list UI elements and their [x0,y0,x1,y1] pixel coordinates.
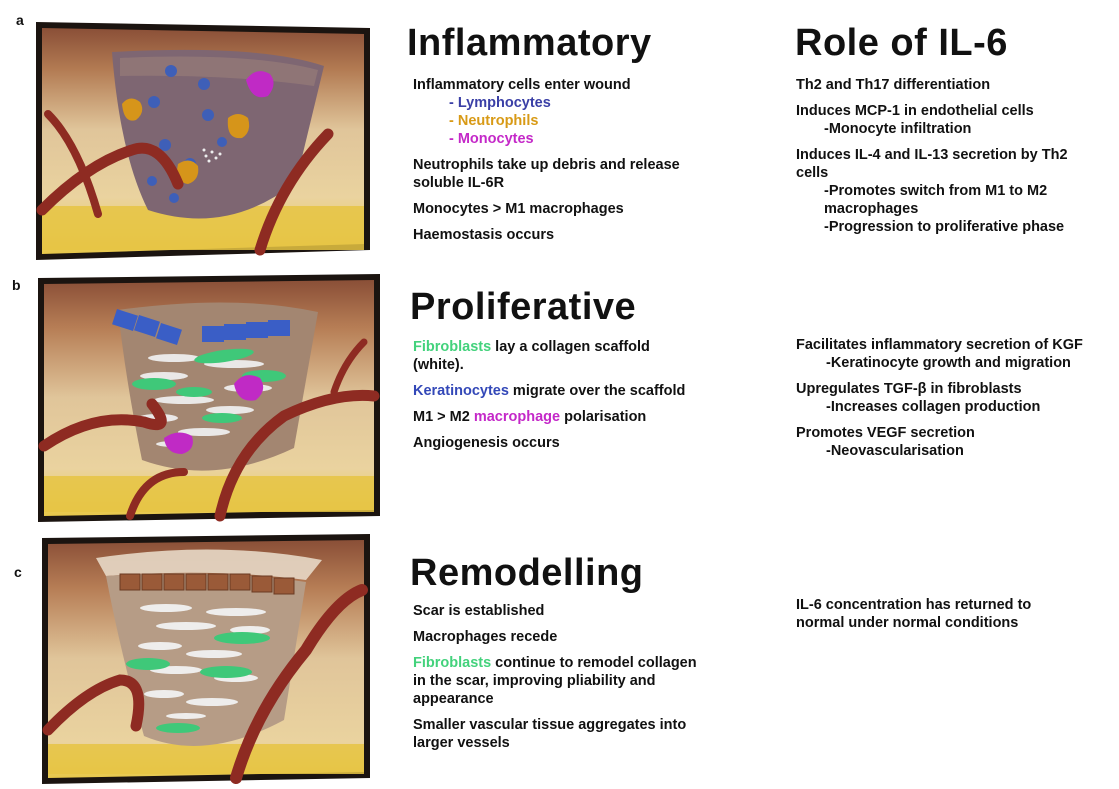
inflammatory-title: Inflammatory [407,22,652,65]
lymphocytes-label: - Lymphocytes [413,94,703,112]
monocytes-m1-text: Monocytes > M1 macrophages [413,200,703,218]
fibroblasts-label: Fibroblasts [413,339,491,355]
fibroblasts-label-remodel: Fibroblasts [413,655,491,671]
tgf-beta-text: Upregulates TGF-β in fibroblasts [796,380,1106,398]
th-differentiation-text: Th2 and Th17 differentiation [796,76,1101,94]
neovascularisation-text: -Neovascularisation [796,442,1106,460]
proliferative-wound-illustration [34,272,386,524]
panel-b-letter: b [12,277,21,293]
fibroblasts-remodel-text: Fibroblasts continue to remodel collagen… [413,654,703,708]
il6-role-remodelling: IL-6 concentration has returned to norma… [796,596,1081,640]
haemostasis-text: Haemostasis occurs [413,226,703,244]
remodelling-text: Scar is established Macrophages recede F… [413,602,703,760]
il4-il13-text: Induces IL-4 and IL-13 secretion by Th2 … [796,146,1101,182]
vegf-text: Promotes VEGF secretion [796,424,1106,442]
proliferative-text: Fibroblasts lay a collagen scaffold (whi… [413,338,688,460]
inflammatory-text: Inflammatory cells enter wound - Lymphoc… [413,76,703,252]
remodelling-title: Remodelling [410,552,644,595]
macrophage-polarisation-text: M1 > M2 macrophage polarisation [413,408,688,426]
panel-c-letter: c [14,564,22,580]
remodelling-wound-illustration [36,530,376,786]
kgf-text: Facilitates inflammatory secretion of KG… [796,336,1106,354]
fibroblasts-scaffold-text: Fibroblasts lay a collagen scaffold (whi… [413,338,688,374]
neutrophils-label: - Neutrophils [413,112,703,130]
macrophages-recede-text: Macrophages recede [413,628,703,646]
collagen-production-text: -Increases collagen production [796,398,1106,416]
keratinocyte-growth-text: -Keratinocyte growth and migration [796,354,1106,372]
monocytes-label: - Monocytes [413,130,703,148]
macrophage-label: macrophage [474,409,560,425]
inflammatory-cells-enter: Inflammatory cells enter wound [413,76,703,94]
inflammatory-wound-illustration [28,14,380,264]
angiogenesis-text: Angiogenesis occurs [413,434,688,452]
m1-m2-switch-text: -Promotes switch from M1 to M2 macrophag… [796,182,1101,218]
keratinocytes-migrate-text: Keratinocytes migrate over the scaffold [413,382,688,400]
proliferative-title: Proliferative [410,286,636,329]
neutrophils-debris-text: Neutrophils take up debris and release s… [413,156,703,192]
vascular-aggregation-text: Smaller vascular tissue aggregates into … [413,716,703,752]
keratinocytes-label: Keratinocytes [413,383,509,399]
panel-a-letter: a [16,12,24,28]
scar-established-text: Scar is established [413,602,703,620]
mcp1-text: Induces MCP-1 in endothelial cells [796,102,1101,120]
il6-concentration-text: IL-6 concentration has returned to norma… [796,596,1081,632]
monocyte-infiltration-text: -Monocyte infiltration [796,120,1101,138]
il6-role-inflammatory: Th2 and Th17 differentiation Induces MCP… [796,76,1101,244]
proliferative-progression-text: -Progression to proliferative phase [796,218,1101,236]
il6-role-proliferative: Facilitates inflammatory secretion of KG… [796,336,1106,468]
role-of-il6-title: Role of IL-6 [795,22,1008,65]
